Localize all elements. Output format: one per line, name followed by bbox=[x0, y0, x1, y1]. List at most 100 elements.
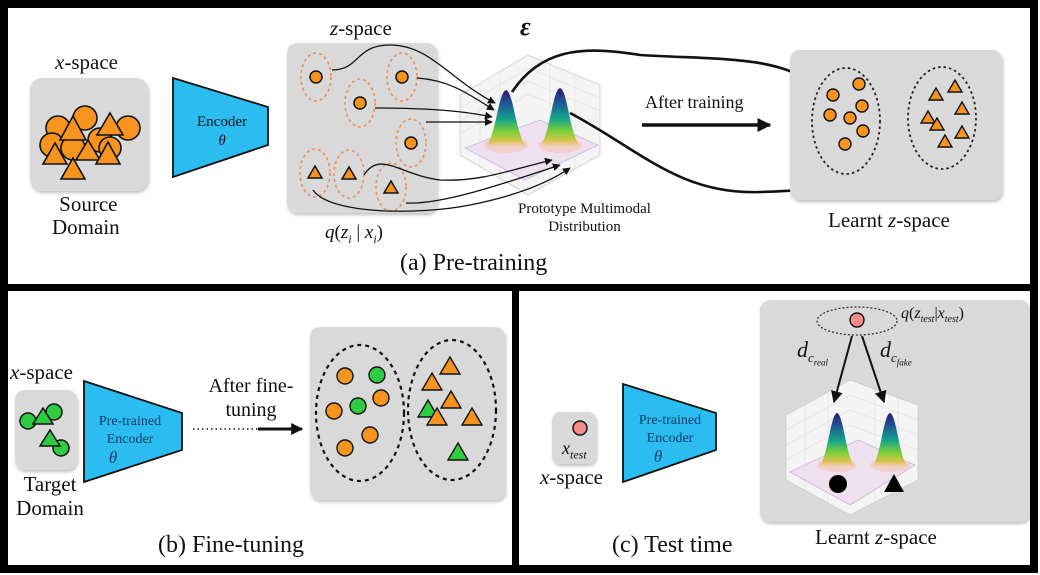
target-domain-shapes bbox=[19, 403, 70, 457]
space-suffix: -space bbox=[64, 50, 118, 74]
fake-prototype-marker bbox=[884, 474, 904, 492]
panel-finetuning bbox=[15, 327, 505, 500]
test-posterior-ellipse bbox=[816, 306, 898, 336]
pretrained-encoder-label-c: Pre-trained Encoder θ bbox=[628, 412, 712, 466]
source-domain-shapes bbox=[39, 105, 141, 180]
space-suffix: -space bbox=[896, 208, 950, 232]
encoder-line2: Encoder bbox=[106, 432, 154, 447]
c-symbol: c bbox=[891, 350, 897, 366]
distance-real-label: dcreal bbox=[797, 337, 828, 368]
cluster-fake bbox=[406, 338, 498, 482]
encoder-text: Encoder bbox=[197, 114, 247, 130]
target-domain-line1: Target bbox=[23, 472, 77, 496]
pretrained-encoder-shape-b bbox=[83, 379, 183, 484]
test-subscript: test bbox=[570, 447, 587, 462]
caption-finetuning: (b) Fine-tuning bbox=[158, 532, 304, 558]
x-test-label: xtest bbox=[562, 438, 587, 463]
q-symbol: q bbox=[901, 305, 909, 322]
finetuned-points bbox=[325, 355, 484, 461]
prototype-distribution-label: Prototype Multimodal Distribution bbox=[518, 200, 651, 236]
real-subscript: real bbox=[813, 357, 828, 368]
test-sample-point bbox=[572, 420, 588, 436]
z-var: z bbox=[888, 208, 897, 232]
cluster-triangles bbox=[907, 66, 977, 170]
caption-pretraining: (a) Pre-training bbox=[400, 250, 548, 276]
x-var: x bbox=[540, 465, 550, 489]
z-space-label: z-space bbox=[330, 16, 392, 41]
prototype-line2: Distribution bbox=[548, 219, 621, 235]
z-symbol: z bbox=[914, 305, 921, 322]
target-domain-line2: Domain bbox=[16, 496, 84, 520]
pretrained-encoder-label-b: Pre-trained Encoder θ bbox=[88, 413, 172, 467]
d-symbol: d bbox=[880, 337, 891, 362]
learnt-prefix: Learnt bbox=[828, 208, 889, 232]
fake-subscript: fake bbox=[896, 357, 912, 368]
space-suffix: -space bbox=[883, 525, 937, 549]
curve-arrow-to-circles bbox=[510, 49, 821, 93]
x-var: x bbox=[10, 360, 20, 384]
source-domain-line2: Domain bbox=[52, 215, 120, 239]
c-symbol: c bbox=[808, 350, 814, 366]
z-space-dashed-ellipses bbox=[299, 52, 427, 212]
after-finetuning-line2: tuning bbox=[225, 399, 277, 421]
after-finetuning-line1: After fine- bbox=[208, 375, 294, 397]
learnt-points bbox=[823, 77, 971, 151]
test-posterior-label: q(ztest|xtest) bbox=[901, 305, 964, 326]
x-symbol: x bbox=[364, 222, 374, 243]
encoder-line1: Pre-trained bbox=[98, 414, 162, 429]
x-var: x bbox=[55, 50, 65, 74]
learnt-prefix: Learnt bbox=[815, 525, 876, 549]
x-space-label-b: x-space bbox=[10, 360, 73, 385]
test-distribution-plot bbox=[785, 379, 919, 516]
target-domain-label: Target Domain bbox=[10, 472, 90, 520]
z-space-points bbox=[306, 70, 418, 194]
x-symbol: x bbox=[937, 305, 945, 322]
cluster-circles bbox=[811, 67, 881, 175]
source-domain-label: Source Domain bbox=[52, 192, 120, 239]
encoder-shape bbox=[172, 76, 269, 179]
source-domain-line1: Source bbox=[59, 192, 118, 216]
real-prototype-marker bbox=[829, 475, 847, 493]
after-training-label: After training bbox=[645, 92, 744, 112]
posterior-label-a: q(zi | xi) bbox=[325, 222, 383, 246]
test-subscript: test bbox=[920, 314, 935, 326]
caption-testtime: (c) Test time bbox=[612, 532, 733, 558]
encoder-label-a: Encoder θ bbox=[192, 113, 252, 151]
learnt-z-space-label-c: Learnt z-space bbox=[815, 525, 937, 550]
distance-fake-arrow bbox=[861, 335, 887, 404]
z-var: z bbox=[875, 525, 884, 549]
i-subscript: i bbox=[373, 231, 377, 246]
test-subscript: test bbox=[944, 314, 959, 326]
mapping-arrows bbox=[312, 44, 571, 212]
distance-real-arrow bbox=[831, 335, 853, 404]
test-posterior-point bbox=[849, 312, 865, 328]
z-symbol: z bbox=[340, 222, 349, 243]
encoder-line2: Encoder bbox=[646, 431, 694, 446]
panel-testtime bbox=[552, 300, 1030, 522]
theta-symbol: θ bbox=[218, 133, 226, 149]
divider-vertical bbox=[512, 284, 519, 572]
panel-pretraining bbox=[30, 43, 1002, 213]
prototype-line1: Prototype Multimodal bbox=[518, 201, 651, 217]
encoder-line1: Pre-trained bbox=[638, 413, 702, 428]
after-finetuning-label: After fine- tuning bbox=[196, 374, 306, 422]
epsilon-label: ε bbox=[520, 12, 531, 41]
x-space-label-a: x-space bbox=[55, 50, 118, 75]
space-suffix: -space bbox=[549, 465, 603, 489]
distance-fake-label: dcfake bbox=[880, 337, 912, 368]
learnt-z-space-label-a: Learnt z-space bbox=[828, 208, 950, 233]
d-symbol: d bbox=[797, 337, 808, 362]
x-space-label-c: x-space bbox=[540, 465, 603, 490]
learnt-z-space-box bbox=[790, 50, 1002, 200]
x-symbol: x bbox=[562, 438, 570, 458]
q-symbol: q bbox=[325, 222, 335, 243]
theta-symbol: θ bbox=[653, 447, 663, 466]
pretrained-encoder-shape-c bbox=[622, 382, 717, 484]
prototype-distribution-plot bbox=[459, 54, 601, 196]
cluster-real bbox=[314, 343, 406, 483]
space-suffix: -space bbox=[338, 16, 392, 40]
i-subscript: i bbox=[348, 231, 352, 246]
theta-symbol: θ bbox=[108, 448, 118, 467]
z-var: z bbox=[330, 16, 339, 40]
